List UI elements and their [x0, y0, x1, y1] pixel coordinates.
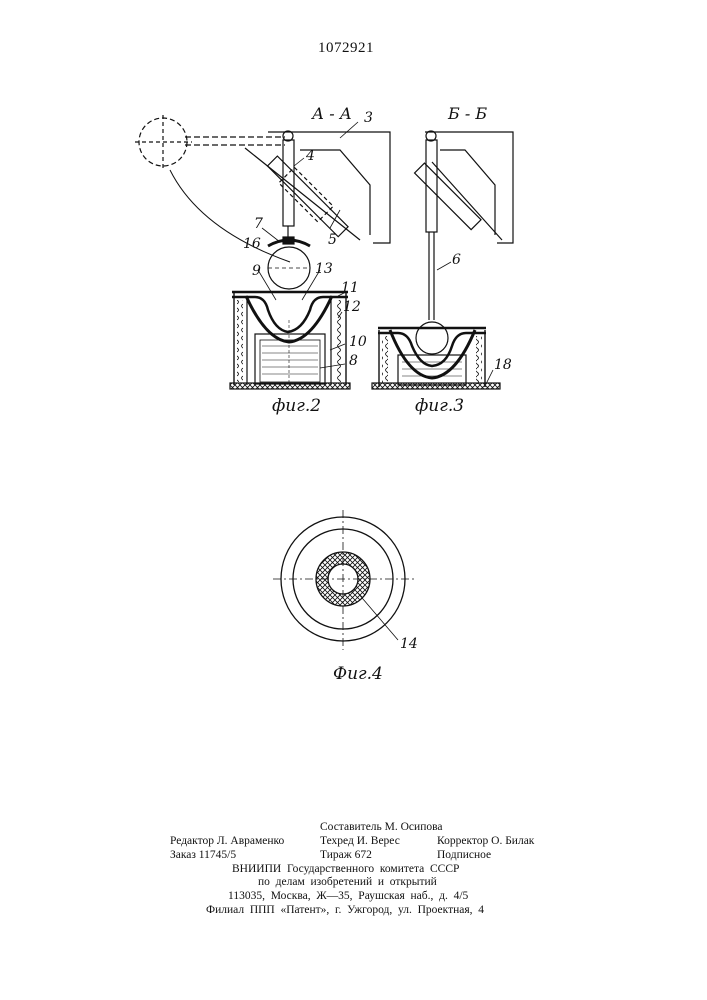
callout-5: 5: [328, 232, 337, 248]
fig3-caption: фиг.3: [415, 396, 464, 416]
imprint-order: Заказ 11745/5: [170, 848, 236, 862]
callout-7: 7: [254, 216, 263, 232]
imprint-editor: Редактор Л. Авраменко: [170, 834, 284, 848]
callout-6: 6: [452, 252, 461, 268]
fig2-caption: фиг.2: [272, 396, 321, 416]
imprint-compiler: Составитель М. Осипова: [320, 820, 442, 834]
fig3-drawing: [372, 131, 513, 389]
callout-8: 8: [349, 353, 358, 369]
fig4-drawing: [273, 510, 414, 650]
imprint-circulation: Тираж 672: [320, 848, 372, 862]
callout-12: 12: [343, 299, 361, 315]
imprint-proofreader: Корректор О. Билак: [437, 834, 534, 848]
callout-16: 16: [243, 236, 261, 252]
callout-14: 14: [400, 636, 418, 652]
imprint-tech-editor: Техред И. Верес: [320, 834, 400, 848]
callout-4: 4: [306, 148, 315, 164]
imprint-org-line1: ВНИИПИ Государственного комитета СССР: [232, 862, 459, 876]
fig4-caption: Фиг.4: [333, 664, 383, 684]
callout-11: 11: [341, 280, 359, 296]
imprint-org-line2: по делам изобретений и открытий: [258, 875, 437, 889]
fig2-section-label: А - А: [312, 104, 352, 123]
callout-3: 3: [364, 110, 373, 126]
callout-10: 10: [349, 334, 367, 350]
imprint-address: 113035, Москва, Ж—35, Раушская наб., д. …: [228, 889, 468, 903]
imprint-branch: Филиал ППП «Патент», г. Ужгород, ул. Про…: [206, 903, 484, 917]
imprint-subscription: Подписное: [437, 848, 491, 862]
callout-18: 18: [494, 357, 512, 373]
fig3-section-label: Б - Б: [448, 104, 487, 123]
callout-9: 9: [252, 263, 261, 279]
callout-13: 13: [315, 261, 333, 277]
